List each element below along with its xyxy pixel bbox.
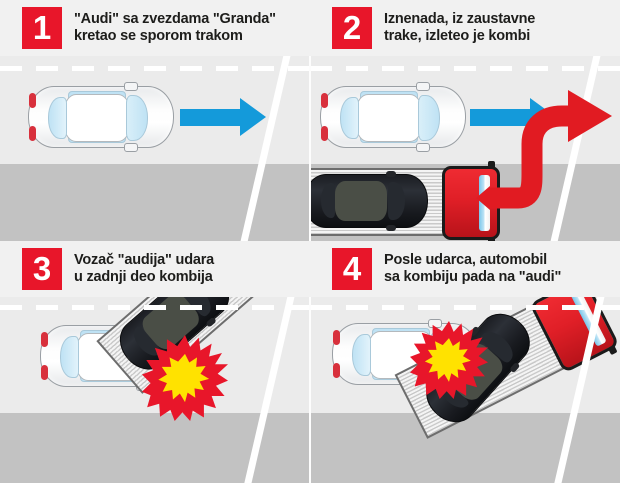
panel-1-scene [0,56,310,241]
panel-4-caption-text: Posle udarca, automobil sa kombiju pada … [384,252,562,285]
panel-3-number-badge: 3 [22,248,62,290]
blue-arrow-shaft [180,109,244,126]
panel-2-scene [310,56,620,241]
white-car-rear-window [352,334,371,376]
white-car-mirror-top [124,82,138,91]
red-swerve-arrow-icon [470,82,620,212]
white-car-rear-window [48,97,67,139]
lane-dashed-line [310,66,620,71]
lane-dashed-line [0,66,310,71]
panel-2-number-badge: 2 [332,7,372,49]
white-car-mirror-bottom [124,143,138,152]
panel-1-number-badge: 1 [22,7,62,49]
black-car-windshield [388,182,405,220]
panel-3-caption: 3 Vozač "audija" udara u zadnji deo komb… [0,241,310,297]
red-arrow-svg [476,90,612,210]
panel-4: 4 Posle udarca, automobil sa kombiju pad… [310,241,620,483]
black-car-mirror-bottom [386,225,396,231]
lane-dashed-line [310,305,620,310]
white-car-taillight-right [321,126,328,141]
truck-mirror-top [488,161,495,169]
panel-2-caption: 2 Iznenada, iz zaustavne trake, izleteo … [310,0,620,56]
black-car-roof [335,181,387,221]
white-car-mirror-bottom [416,143,430,152]
white-car-taillight-left [333,330,340,345]
black-car-on-trailer [310,171,428,231]
blue-arrow-head [240,98,266,136]
panel-3: 3 Vozač "audija" udara u zadnji deo komb… [0,241,310,483]
blue-arrow-shaft [470,109,534,126]
lane-dashed-line [0,305,310,310]
panel-3-caption-text: Vozač "audija" udara u zadnji deo kombij… [74,252,215,285]
panel-4-caption: 4 Posle udarca, automobil sa kombiju pad… [310,241,620,297]
impact-burst-svg [410,321,488,399]
impact-burst-svg [142,335,228,421]
truck-mirror-bottom [488,237,495,241]
panel-4-number-badge: 4 [332,248,372,290]
black-car-rear-window [321,183,335,218]
white-car-mirror-top [416,82,430,91]
white-car-rear-window [340,97,359,139]
white-car [28,82,174,152]
blue-direction-arrow-icon [180,98,270,136]
white-car [320,82,466,152]
white-car-roof [64,94,130,142]
white-car-taillight-right [333,363,340,378]
white-car-taillight-left [321,93,328,108]
impact-burst-icon [142,335,228,421]
panel-4-scene [310,297,620,483]
white-car-rear-window [60,336,79,378]
panel-1-caption: 1 "Audi" sa zvezdama "Granda" kretao se … [0,0,310,56]
panel-2-caption-text: Iznenada, iz zaustavne trake, izleteo je… [384,11,536,44]
truck-with-trailer [310,161,502,241]
white-car-taillight-right [29,126,36,141]
panel-1-caption-text: "Audi" sa zvezdama "Granda" kretao se sp… [74,11,276,44]
panel-3-scene [0,297,310,483]
road-shoulder [0,164,310,241]
white-car-taillight-left [41,332,48,347]
white-car-taillight-right [41,365,48,380]
panel-2: 2 Iznenada, iz zaustavne trake, izleteo … [310,0,620,241]
white-car-taillight-left [29,93,36,108]
black-car-mirror-top [386,171,396,177]
white-car-roof [356,94,422,142]
panel-1: 1 "Audi" sa zvezdama "Granda" kretao se … [0,0,310,241]
impact-burst-icon [410,321,488,399]
